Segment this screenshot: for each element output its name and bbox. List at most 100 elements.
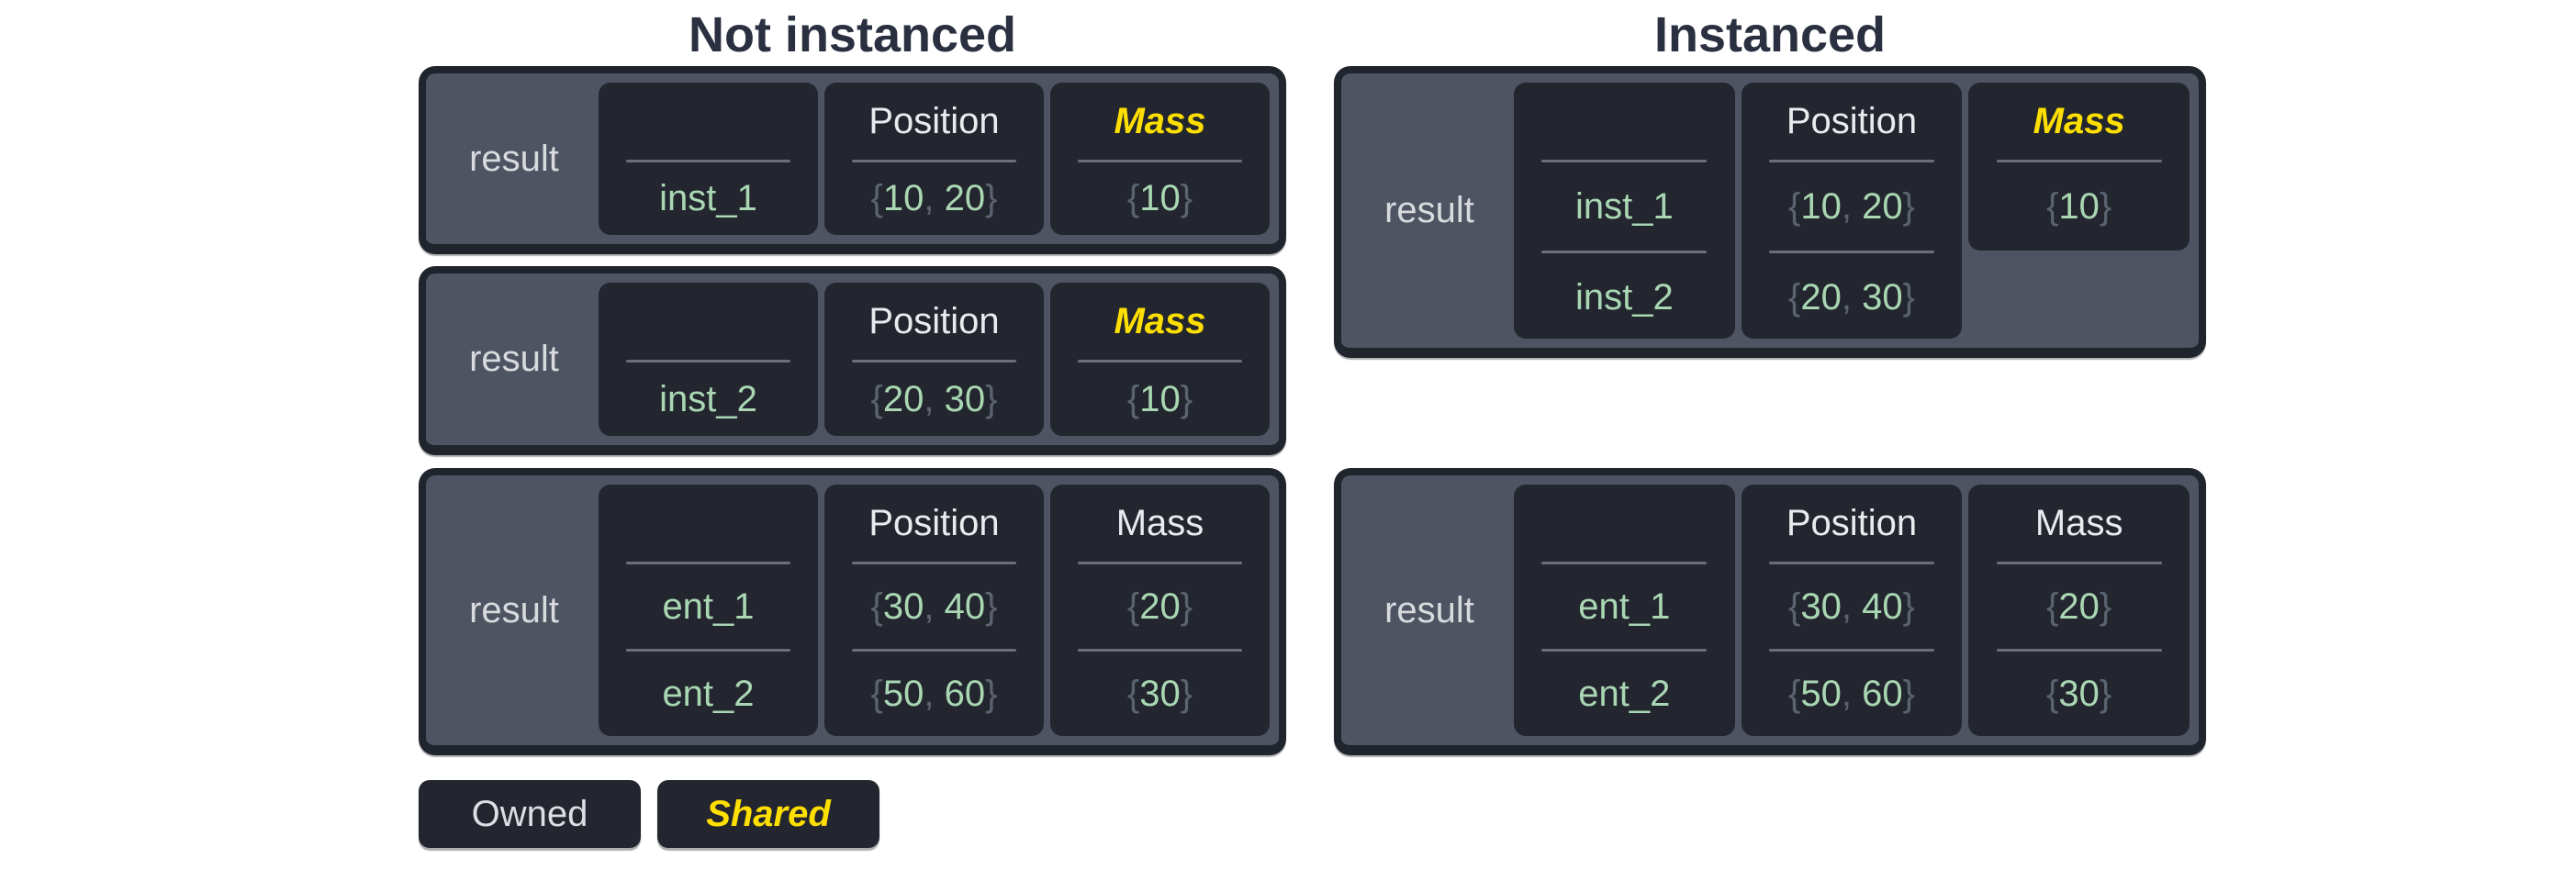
- position-value: {30, 40}: [832, 564, 1036, 649]
- brace-close: }: [1180, 178, 1193, 218]
- entity-header: [606, 83, 811, 160]
- result-label: result: [1384, 190, 1474, 230]
- entity-cell: inst_2: [599, 283, 818, 436]
- brace-open: {: [1126, 378, 1140, 419]
- mass-value: {20}: [1058, 564, 1262, 649]
- entity-name: inst_1: [659, 178, 757, 218]
- mass-cell-shared-single: Mass {10}: [1968, 83, 2190, 251]
- header-divider: [626, 360, 790, 362]
- brace-close: }: [2099, 185, 2112, 227]
- entity-name: ent_2: [1578, 673, 1671, 714]
- coord-y: 40: [944, 586, 986, 627]
- coord-y: 60: [944, 673, 986, 714]
- brace-close: }: [985, 178, 998, 218]
- legend-owned-chip: Owned: [419, 780, 641, 848]
- coord-y: 20: [944, 178, 986, 218]
- cell-group: ent_1 ent_2 Position {30, 40} {50, 60} M…: [1514, 485, 2190, 736]
- header-divider: [1078, 562, 1242, 564]
- instanced-title: Instanced: [1653, 7, 1887, 62]
- brace-open: {: [1126, 178, 1140, 218]
- position-value: {10, 20}: [832, 162, 1036, 235]
- result-box-entities-right: result ent_1 ent_2 Position {30, 40} {50…: [1334, 468, 2206, 755]
- mass-number: 30: [1139, 673, 1181, 714]
- coord-x: 50: [882, 673, 924, 714]
- coord-x: 50: [1800, 673, 1842, 714]
- mass-header-shared: Mass: [1114, 300, 1206, 341]
- position-value: {30, 40}: [1749, 564, 1955, 649]
- row-divider: [1996, 649, 2162, 652]
- brace-open: {: [1788, 185, 1801, 227]
- brace-close: }: [985, 673, 998, 714]
- result-label: result: [469, 138, 559, 179]
- header-divider: [852, 160, 1016, 162]
- row-divider: [852, 649, 1016, 652]
- result-box-inst2: result inst_2 Position {20, 30} Mass {10…: [419, 266, 1286, 455]
- coord-x: 20: [882, 378, 924, 419]
- comma-separator: ,: [1841, 673, 1863, 714]
- row-divider: [1769, 649, 1934, 652]
- brace-open: {: [870, 673, 883, 714]
- entity-header: [606, 485, 811, 562]
- result-box-entities: result ent_1 ent_2 Position {30, 40} {50…: [419, 468, 1286, 755]
- header-divider: [852, 360, 1016, 362]
- position-value: {50, 60}: [832, 652, 1036, 736]
- brace-open: {: [2046, 673, 2059, 714]
- header-divider: [1541, 562, 1708, 564]
- mass-number: 20: [1139, 586, 1181, 627]
- position-cell: Position {10, 20} {20, 30}: [1741, 83, 1963, 339]
- result-label: result: [1384, 589, 1474, 630]
- position-header: Position: [1786, 502, 1918, 543]
- result-label: result: [469, 339, 559, 379]
- mass-number: 10: [1139, 178, 1181, 218]
- entity-header: [1521, 83, 1728, 160]
- header-divider: [1996, 562, 2162, 564]
- legend: Owned Shared: [419, 780, 879, 848]
- mass-number: 10: [2058, 185, 2100, 227]
- entity-name: inst_1: [1574, 185, 1674, 227]
- mass-number: 20: [2058, 586, 2100, 627]
- mass-header-shared: Mass: [1114, 100, 1206, 141]
- entity-cell: ent_1 ent_2: [599, 485, 818, 736]
- brace-open: {: [2046, 586, 2059, 627]
- cell-group: inst_1 inst_2 Position {10, 20} {20, 30}…: [1514, 83, 2190, 339]
- entity-name: inst_2: [1574, 276, 1674, 318]
- row-divider: [1078, 649, 1242, 652]
- entity-name: inst_2: [659, 378, 757, 419]
- coord-x: 30: [1800, 586, 1842, 627]
- mass-value: {10}: [1058, 162, 1262, 235]
- brace-close: }: [1902, 586, 1915, 627]
- result-box-inst1: result inst_1 Position {10, 20} Mass {10…: [419, 66, 1286, 254]
- header-divider: [1769, 562, 1934, 564]
- comma-separator: ,: [1841, 276, 1863, 318]
- comma-separator: ,: [1841, 185, 1863, 227]
- brace-open: {: [2046, 185, 2059, 227]
- entity-name: ent_1: [662, 586, 755, 627]
- mass-header-shared: Mass: [2033, 100, 2125, 141]
- coord-x: 10: [882, 178, 924, 218]
- brace-close: }: [985, 378, 998, 419]
- brace-close: }: [1180, 673, 1193, 714]
- brace-open: {: [1788, 276, 1801, 318]
- brace-close: }: [1902, 673, 1915, 714]
- mass-cell: Mass {10}: [1050, 83, 1270, 235]
- position-header: Position: [1786, 100, 1918, 141]
- coord-x: 10: [1800, 185, 1842, 227]
- brace-close: }: [1180, 586, 1193, 627]
- cell-group: inst_1 Position {10, 20} Mass {10}: [599, 83, 1270, 235]
- legend-owned-label: Owned: [471, 793, 588, 834]
- result-box-instanced: result inst_1 inst_2 Position {10, 20} {…: [1334, 66, 2206, 358]
- brace-close: }: [2099, 673, 2112, 714]
- comma-separator: ,: [924, 378, 945, 419]
- mass-number: 30: [2058, 673, 2100, 714]
- comma-separator: ,: [924, 673, 945, 714]
- mass-value: {10}: [1058, 362, 1262, 436]
- legend-shared-chip: Shared: [657, 780, 879, 848]
- position-value: {50, 60}: [1749, 652, 1955, 736]
- row-divider: [1541, 251, 1708, 253]
- header-divider: [626, 562, 790, 564]
- comma-separator: ,: [924, 178, 945, 218]
- entity-name: ent_1: [1578, 586, 1671, 627]
- brace-close: }: [1902, 185, 1915, 227]
- comma-separator: ,: [1841, 586, 1863, 627]
- brace-open: {: [870, 378, 883, 419]
